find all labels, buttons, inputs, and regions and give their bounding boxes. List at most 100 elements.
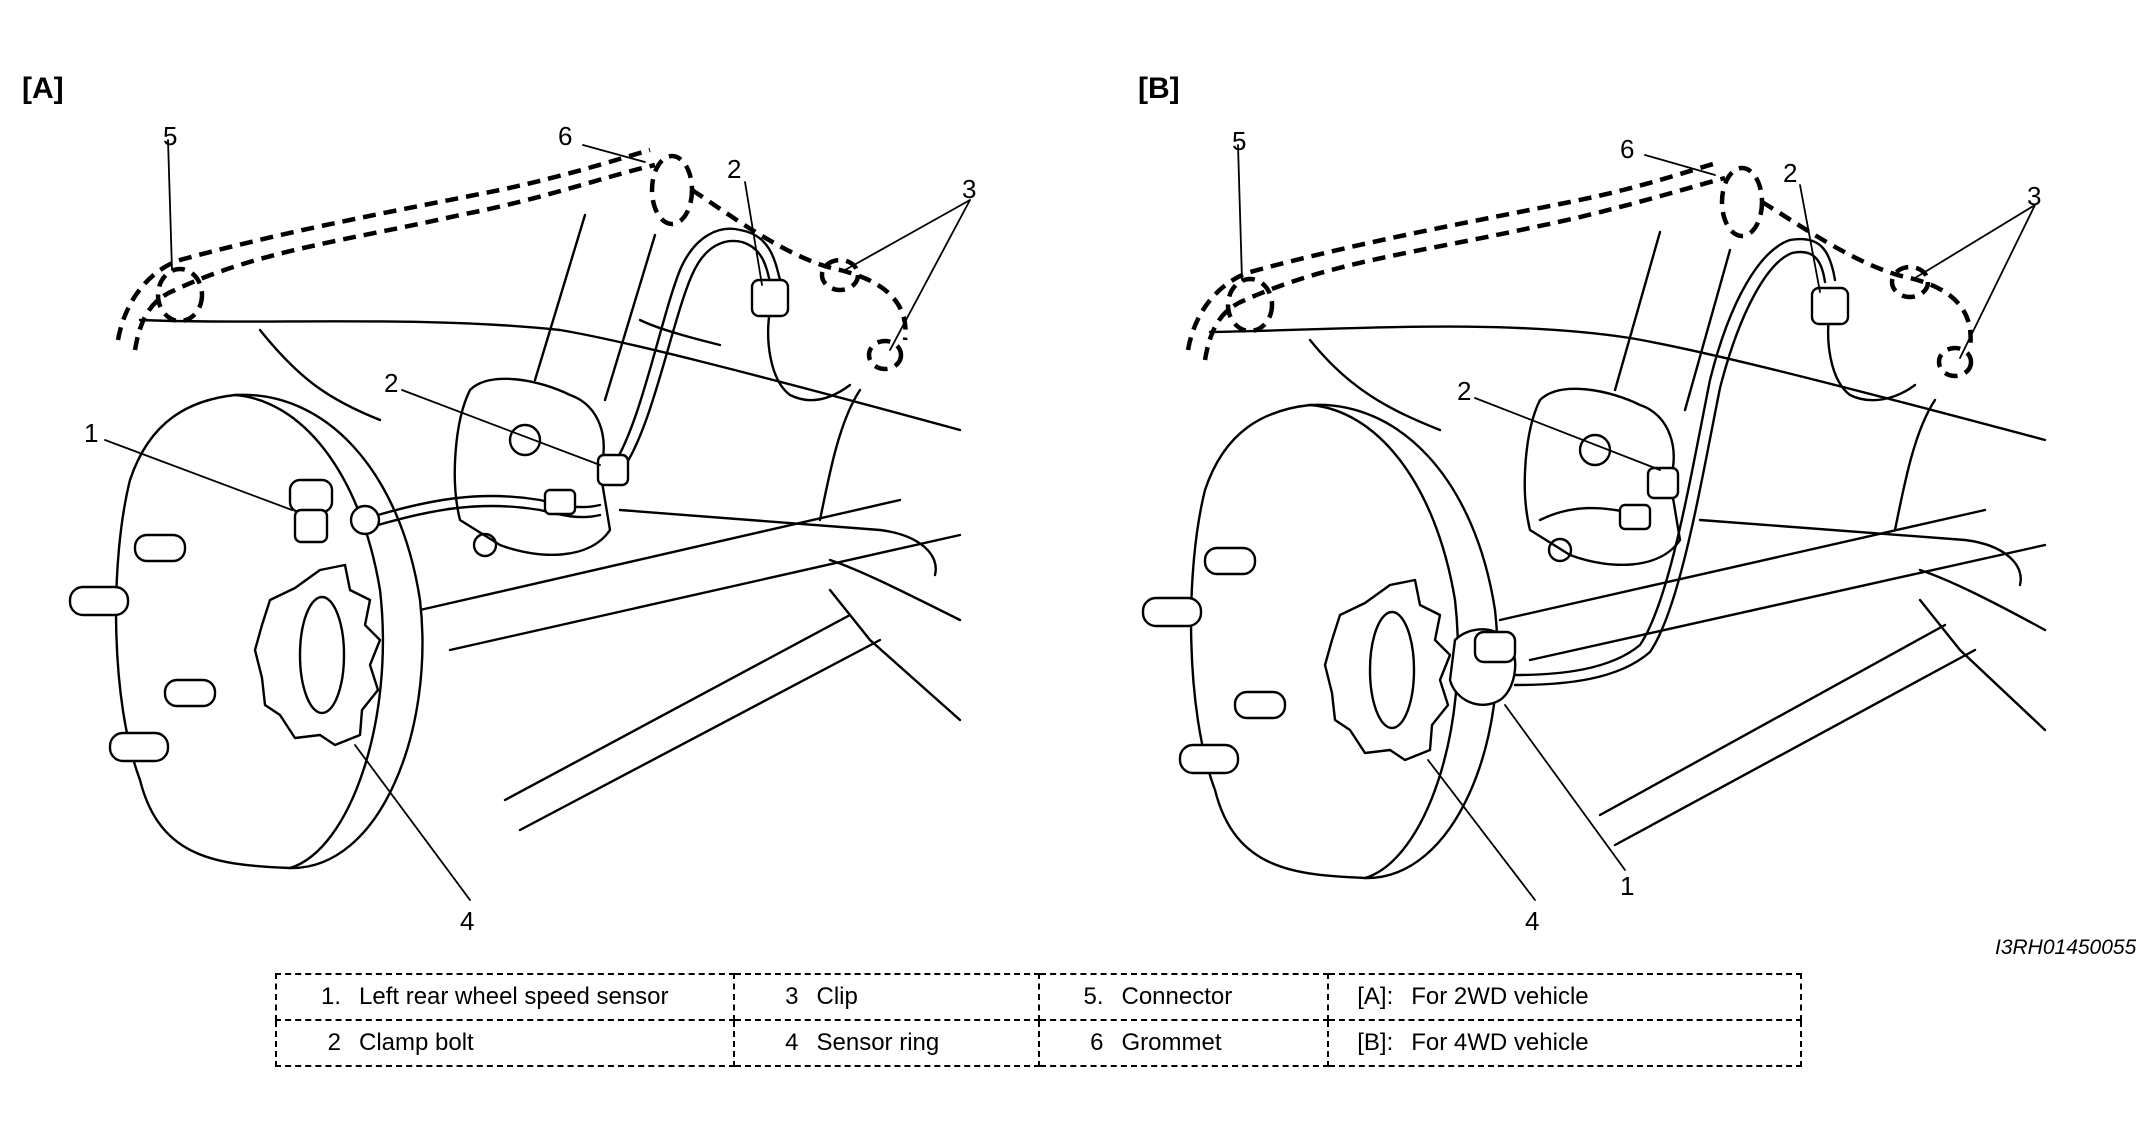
legend-item-1-text: Left rear wheel speed sensor: [359, 983, 669, 1010]
legend-item-5: 5. Connector: [1037, 973, 1330, 1021]
panel-b-lower-arm: [1498, 508, 2047, 662]
legend-item-6-num: 6: [1090, 1029, 1104, 1056]
panel-a-sensor-ring: [253, 563, 382, 747]
panel-b-connector: [1225, 276, 1275, 334]
panel-a-callout-3: 3: [962, 174, 976, 204]
panel-a-connector: [155, 266, 205, 324]
panel-a-callout-4: 4: [460, 906, 474, 936]
panel-b-connector-outline-b: [1185, 159, 1721, 351]
panel-b-connector-outline: [1202, 175, 1726, 361]
panel-a-strut: [533, 213, 657, 402]
legend-item-a: [A]: For 2WD vehicle: [1327, 973, 1802, 1021]
panel-b-harness-upper-b: [1513, 250, 1827, 687]
panel-a-harness-lower: [376, 494, 602, 517]
legend-table: 1. Left rear wheel speed sensor 3 Clip 5. C…: [275, 973, 1802, 1067]
figure-code: I3RH01450055: [1995, 936, 2136, 959]
panel-b-link: [1698, 518, 2022, 587]
panel-a-connector-outline: [132, 162, 656, 351]
legend-item-a-num: [A]:: [1357, 983, 1394, 1010]
panel-a-clamp-lower: [596, 453, 630, 487]
panel-b-drawing: 2 2 3 4 5 6 1: [1141, 126, 2047, 936]
panel-b-callout-5: 5: [1232, 126, 1246, 156]
panel-a-link: [618, 508, 937, 577]
panel-a-grommet-route: [690, 188, 908, 341]
legend-item-5-text: Connector: [1121, 983, 1233, 1010]
panel-a-clip-1: [819, 257, 861, 293]
panel-a-connector-outline-b: [115, 147, 651, 341]
panel-a-clip-2: [866, 338, 904, 372]
legend-item-b-num: [B]:: [1357, 1029, 1394, 1056]
panel-a-body-line: [638, 318, 722, 347]
panel-b-knuckle-bolt-lower: [1547, 537, 1573, 563]
legend-item-2: 2 Clamp bolt: [275, 1019, 735, 1067]
panel-b-callout-4: 4: [1525, 906, 1539, 936]
panel-b-clamp-lower: [1646, 466, 1680, 500]
panel-b-leader-2a: [1474, 397, 1661, 471]
panel-b-leader-4: [1427, 759, 1536, 901]
legend-item-b: [B]:For 4WD vehicle: [1327, 1019, 1802, 1067]
legend-item-2-num: 2: [327, 1029, 341, 1056]
panel-b-callout-1: 1: [1620, 871, 1634, 901]
panel-a-bracket: [543, 488, 577, 516]
legend-row-1: 1. Left rear wheel speed sensor 3 Clip 5. C…: [275, 973, 1802, 1021]
panel-b-clip-2: [1936, 345, 1974, 379]
panel-b-axle: [1598, 623, 1977, 847]
panel-a-callout-1: 1: [84, 418, 98, 448]
panel-b-body-curve: [1308, 338, 1442, 432]
panel-a-harness-upper: [608, 227, 782, 472]
panel-b-leader-2b: [1799, 184, 1821, 293]
panel-a-axle: [503, 613, 882, 832]
legend-item-a-text: For 2WD vehicle: [1411, 983, 1589, 1010]
panel-b-leader-5: [1237, 144, 1243, 281]
legend-item-3: 3 Clip: [732, 973, 1040, 1021]
panel-b-leader-1: [1504, 704, 1626, 871]
panel-a-label: [A]: [22, 72, 64, 105]
legend-item-4-num: 4: [785, 1029, 799, 1056]
panel-b-callout-3: 3: [2027, 181, 2041, 211]
legend-item-3-text: Clip: [816, 983, 858, 1010]
panel-b-grommet: [1719, 165, 1765, 239]
panel-b-harness-loop: [1827, 308, 1917, 402]
panel-a-leader-3: [844, 199, 971, 351]
panel-a-clamp-upper: [750, 278, 790, 318]
panel-b-leader-6: [1644, 154, 1716, 176]
panel-a-callout-2a: 2: [384, 368, 398, 398]
panel-b-hose: [1893, 398, 1937, 532]
panel-a-leader-4: [354, 744, 471, 901]
panel-a-leader-2a: [401, 389, 601, 466]
panel-a-knuckle-bolt: [508, 423, 542, 457]
panel-a-frame: [828, 558, 962, 722]
legend-item-1-num: 1.: [320, 983, 341, 1010]
panel-b-wheel-studs: [1141, 546, 1287, 775]
panel-b-callout-2a: 2: [1457, 376, 1471, 406]
panel-a-leader-2b: [744, 181, 763, 286]
panel-b-wheel-speed-sensor: [1448, 628, 1517, 706]
panel-b-callout-6: 6: [1620, 134, 1634, 164]
panel-a-harness-lower-b: [376, 504, 602, 527]
panel-b-bracket: [1618, 503, 1652, 531]
legend-item-2-text: Clamp bolt: [359, 1029, 474, 1056]
legend-item-1: 1. Left rear wheel speed sensor: [275, 973, 735, 1021]
panel-b-strut: [1613, 230, 1732, 412]
panel-a-callout-6: 6: [558, 121, 572, 151]
panel-a-harness-upper-b: [620, 239, 772, 472]
panel-a-lower-arm: [418, 498, 962, 652]
panel-b-frame: [1918, 568, 2047, 732]
panel-b-callout-2b: 2: [1783, 158, 1797, 188]
panel-b-clip-1: [1889, 264, 1931, 300]
legend-item-3-num: 3: [785, 983, 799, 1010]
panel-a-callout-5: 5: [163, 121, 177, 151]
panel-b-clamp-upper: [1810, 286, 1850, 326]
legend-item-5-num: 5.: [1083, 983, 1104, 1010]
panel-a-body-curve: [258, 328, 382, 422]
panel-a-drawing: 1 2 2 3 4 5 6: [68, 121, 976, 936]
legend-item-6: 6 Grommet: [1037, 1019, 1330, 1067]
panel-a-leader-6: [582, 144, 646, 163]
panel-a-hose: [818, 388, 862, 522]
panel-a-wheel-studs: [68, 533, 217, 763]
panel-a-grommet: [649, 153, 695, 227]
legend-item-6-text: Grommet: [1121, 1029, 1222, 1056]
panel-b-grommet-route: [1760, 200, 1973, 349]
